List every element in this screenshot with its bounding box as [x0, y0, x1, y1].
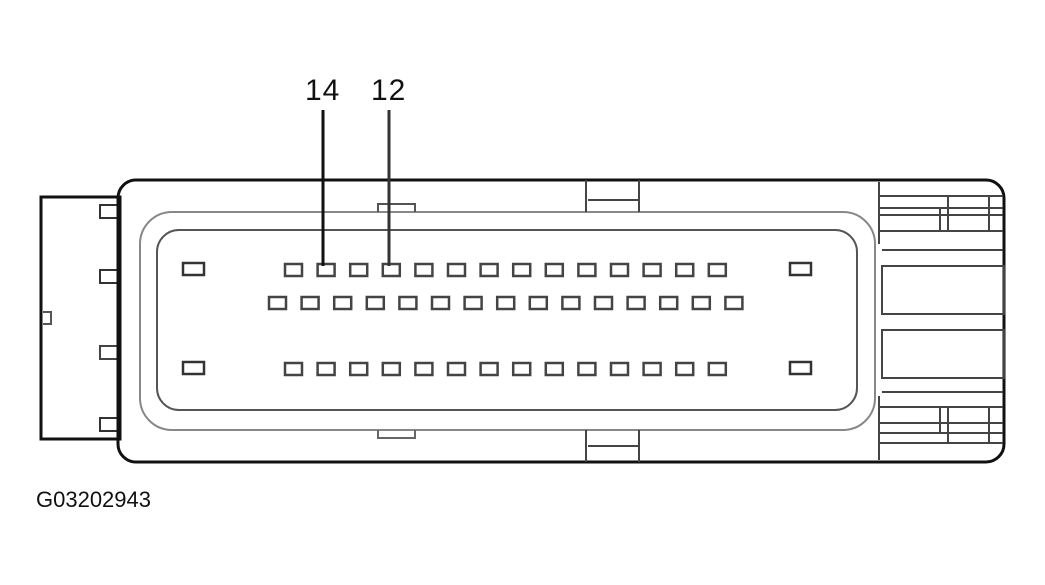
pin-terminal — [316, 361, 336, 377]
housing-outline — [116, 178, 1006, 464]
pin-terminal — [626, 295, 646, 311]
pin-terminal — [691, 295, 712, 311]
callout-label-12: 12 — [371, 74, 407, 107]
pin-terminal — [414, 361, 434, 377]
pin-terminal — [609, 262, 630, 278]
pin-terminal — [544, 361, 565, 377]
pin-terminal — [511, 361, 532, 377]
pin-terminal — [446, 361, 467, 377]
pin-terminal — [300, 295, 320, 311]
figure-caption: G03202943 — [36, 487, 151, 512]
pin-terminal — [561, 295, 581, 311]
pin-terminal — [348, 361, 369, 377]
pin-terminal — [577, 262, 597, 278]
pin-terminal — [316, 262, 336, 278]
pin-terminal — [724, 295, 744, 311]
pin-terminal — [609, 361, 630, 377]
pin-terminal — [707, 361, 728, 377]
pin-terminal — [511, 262, 532, 278]
pin-terminal — [495, 295, 516, 311]
pin-terminal — [674, 361, 695, 377]
pin-terminal — [446, 262, 467, 278]
pin-terminal — [414, 262, 434, 278]
pin-terminal — [463, 295, 483, 311]
pin-terminal — [658, 295, 679, 311]
pin-terminal — [577, 361, 597, 377]
pin-terminal — [674, 262, 695, 278]
pin-terminal — [544, 262, 565, 278]
pin-terminal — [642, 262, 662, 278]
pin-array — [267, 262, 744, 377]
pin-terminal — [267, 295, 288, 311]
pin-terminal — [430, 295, 451, 311]
pin-terminal — [593, 295, 614, 311]
pin-terminal — [283, 262, 304, 278]
pin-terminal — [642, 361, 662, 377]
pin-terminal — [528, 295, 549, 311]
pin-terminal — [398, 295, 418, 311]
callout-label-14: 14 — [305, 74, 341, 107]
pin-terminal — [365, 295, 386, 311]
rear-block — [39, 195, 122, 441]
pin-terminal — [381, 361, 402, 377]
pin-terminal — [479, 361, 499, 377]
pin-terminal — [332, 295, 353, 311]
pin-terminal — [348, 262, 369, 278]
pin-cavity — [156, 229, 858, 411]
pin-terminal — [479, 262, 499, 278]
pin-terminal — [283, 361, 304, 377]
pin-terminal — [707, 262, 728, 278]
right-lock — [878, 182, 1005, 460]
pin-terminal — [381, 262, 402, 278]
inner-frame-outer — [139, 211, 876, 431]
